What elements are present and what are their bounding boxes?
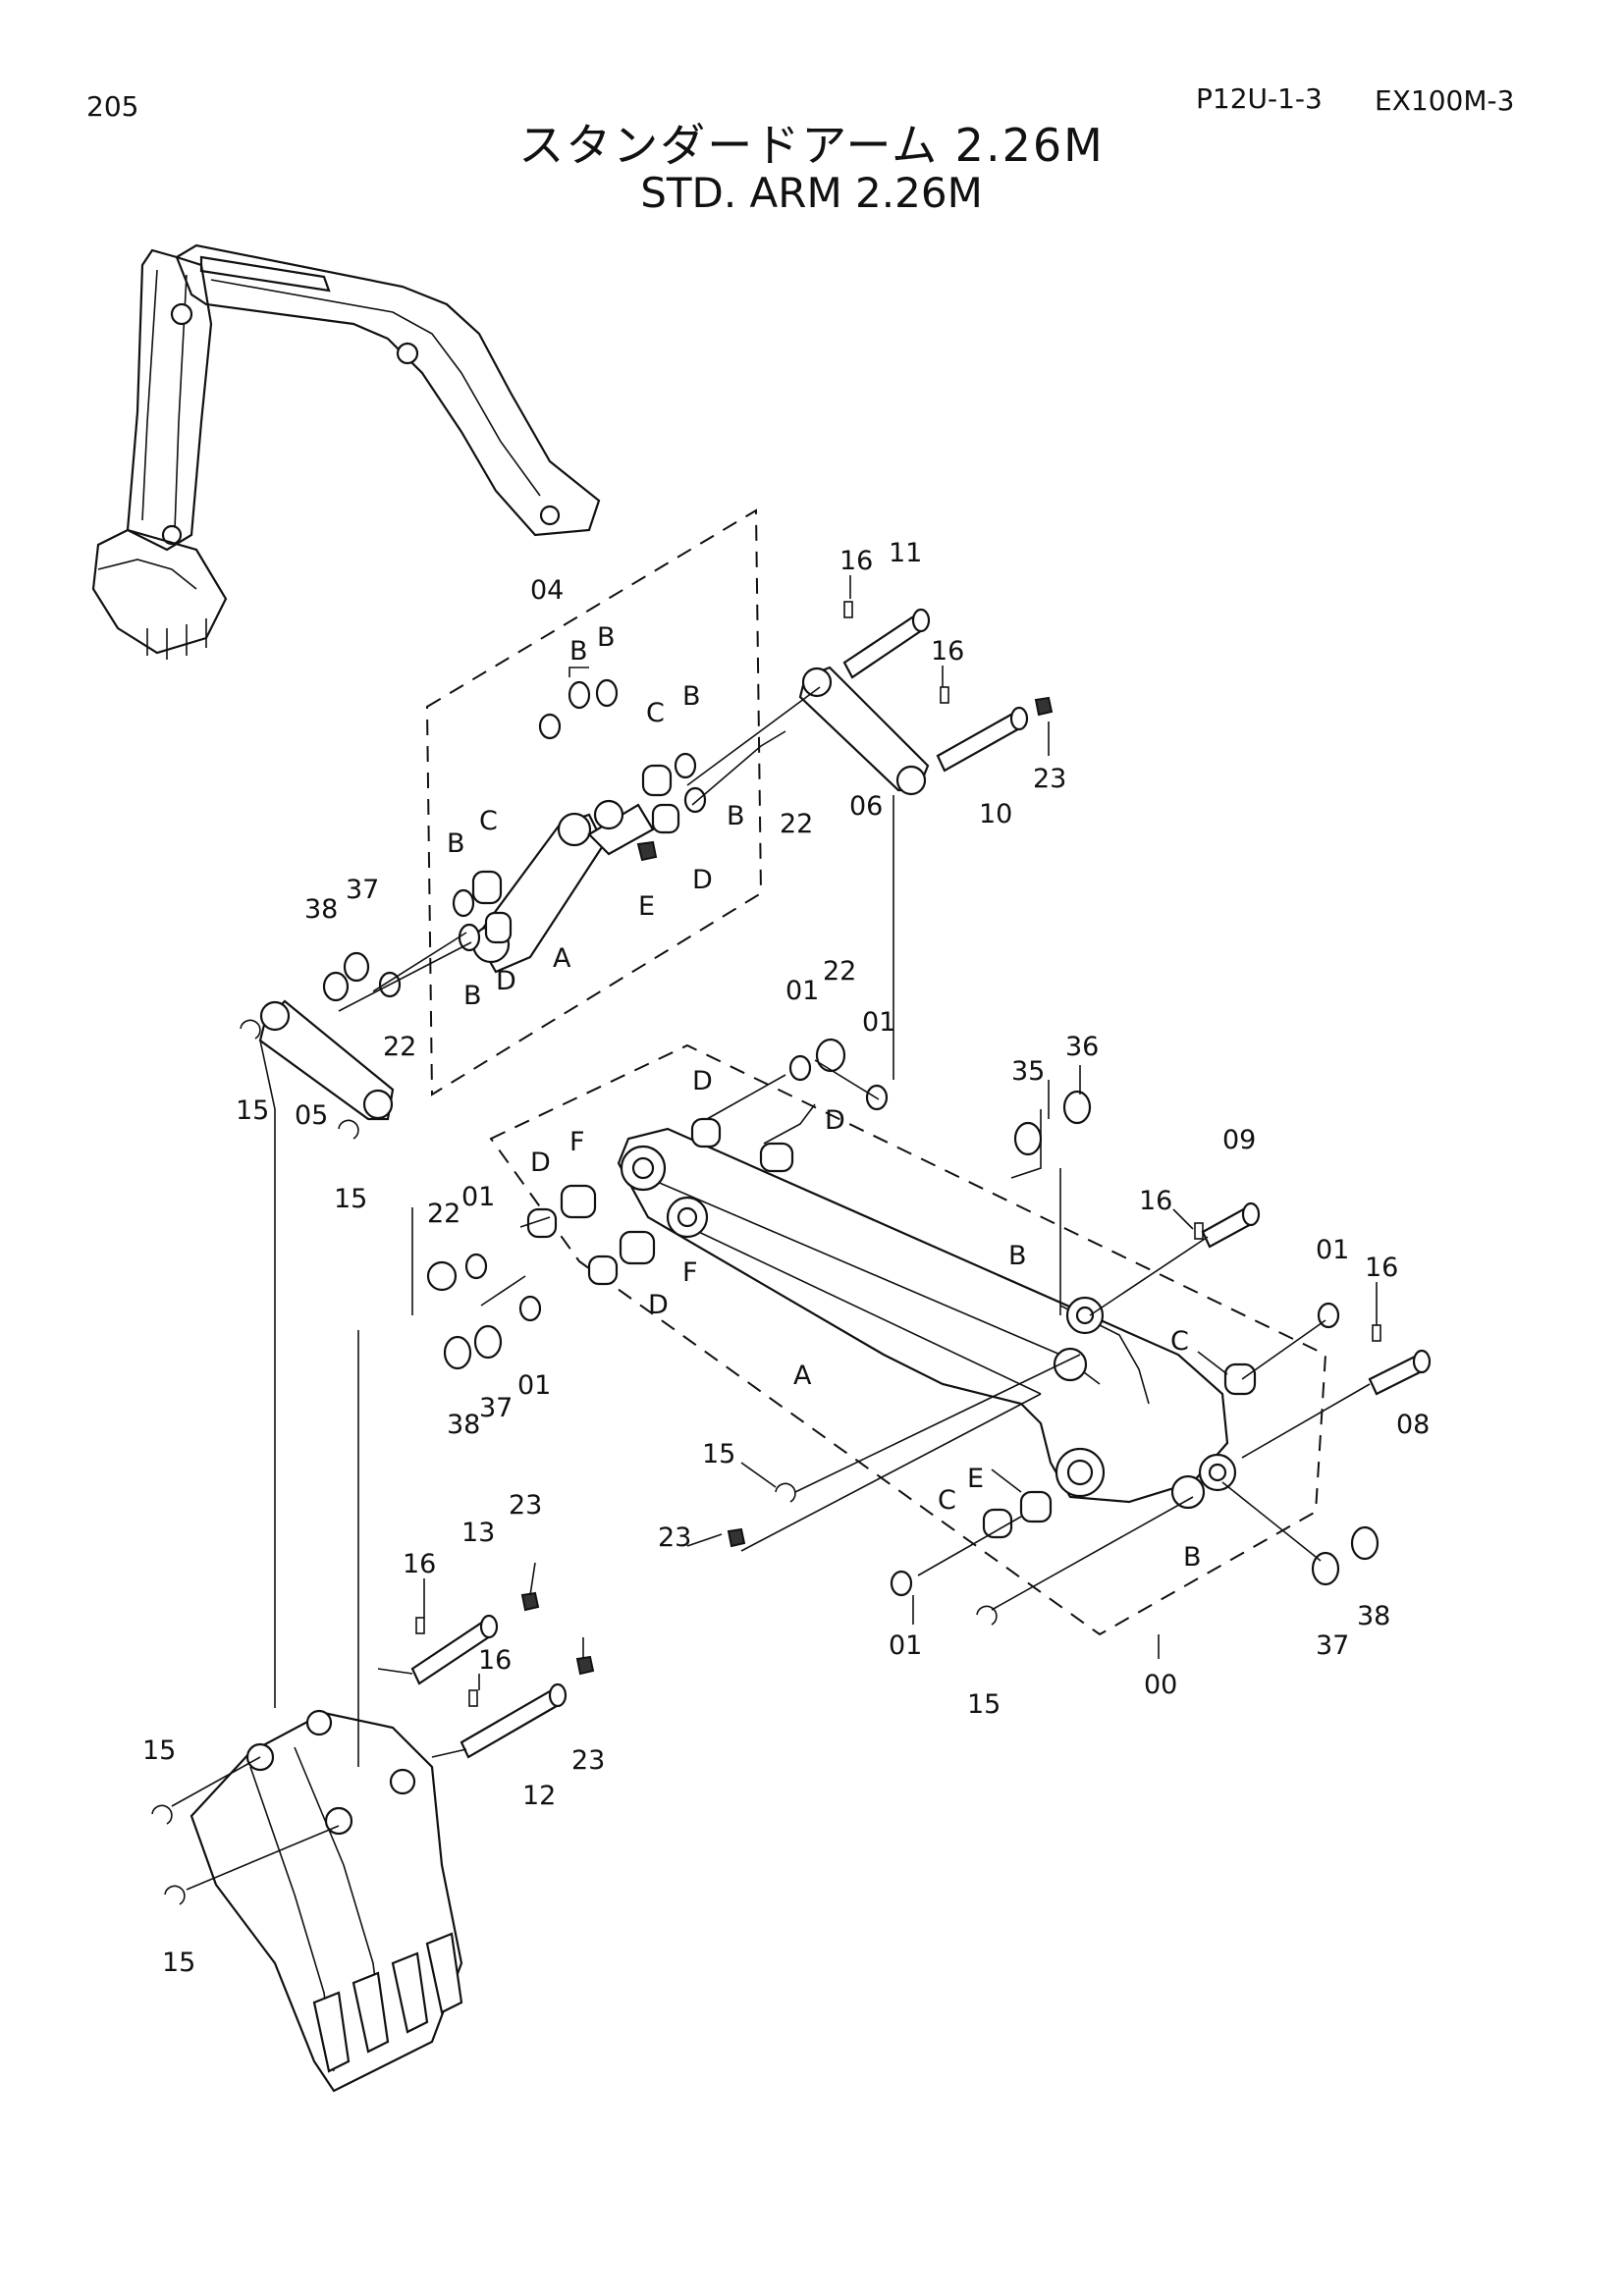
callout-label: F [682,1257,698,1288]
page-number: 205 [86,90,139,123]
callout-label: D [825,1105,845,1136]
callout-label: 16 [1365,1253,1398,1283]
callout-label: 01 [1316,1235,1349,1265]
callout-label: C [479,806,498,836]
assembly-00-outline [489,1043,1327,1636]
callout-label: 15 [162,1948,195,1978]
callout-label: 36 [1065,1032,1099,1062]
page-title-english: STD. ARM 2.26M [640,169,983,217]
callout-label: 22 [823,956,856,987]
document-code: P12U-1-3 [1196,82,1323,115]
callout-label: B [447,828,465,859]
callout-label: A [793,1361,812,1391]
callout-label: 01 [862,1007,895,1038]
excavator-overview-illustration [91,243,601,660]
callout-label: 15 [142,1735,176,1766]
callout-label: 22 [427,1199,460,1229]
callout-label: 13 [461,1518,495,1548]
callout-label: 16 [478,1645,512,1676]
callout-label: 01 [461,1182,495,1212]
callout-label: A [553,943,571,974]
callout-label: B [597,622,616,653]
callout-label: 16 [403,1549,436,1579]
callout-label: 04 [530,575,564,606]
callout-label: C [646,698,665,728]
callout-label: 23 [509,1490,542,1521]
callout-label: 12 [522,1781,556,1811]
callout-label: 01 [517,1370,551,1401]
callout-label: 22 [383,1032,416,1062]
callout-label: 23 [1033,764,1066,794]
callout-label: D [692,865,713,895]
callout-label: 38 [1357,1601,1390,1631]
callout-label: 23 [658,1522,691,1553]
callout-label: 10 [979,799,1012,829]
callout-label: D [496,966,516,996]
link-06 [798,666,930,796]
link-05 [258,999,395,1121]
callout-label: B [463,981,482,1011]
callout-label: 16 [1139,1186,1172,1216]
callout-label: 38 [447,1410,480,1440]
callout-label: D [692,1066,713,1096]
pins [410,601,1432,1759]
callout-label: E [967,1464,984,1494]
callout-label: E [638,891,655,922]
leader-lines [171,686,1371,1891]
callout-label: 37 [346,875,379,905]
callout-label: B [727,801,745,831]
callout-ticks [423,575,1378,1690]
callout-label: 06 [849,791,883,822]
callout-label: 09 [1222,1125,1256,1155]
callout-label: 11 [889,538,922,568]
callout-label: D [530,1148,551,1178]
callout-label: 16 [931,636,964,667]
callout-label: 23 [571,1745,605,1776]
callout-label: 05 [295,1100,328,1131]
callout-labels: 04 B B B C C B B B D D E A 38 37 22 22 1… [142,538,1430,1978]
callout-label: 35 [1011,1056,1045,1087]
callout-label: B [1183,1542,1202,1573]
callout-label: 38 [304,894,338,925]
callout-label: 01 [889,1630,922,1661]
callout-label: 15 [236,1095,269,1126]
assembly-04-outline [425,508,763,1096]
bucket-illustration [189,1709,463,2093]
model-code: EX100M-3 [1375,84,1515,117]
callout-label: 37 [479,1393,513,1423]
callout-label: 22 [780,809,813,839]
callout-label: B [1008,1241,1027,1271]
callout-label: B [569,636,588,667]
callout-label: 01 [785,976,819,1006]
callout-label: 15 [967,1689,1001,1720]
callout-label: B [682,681,701,712]
callout-label: 08 [1396,1410,1430,1440]
callout-label: D [648,1290,669,1320]
callout-label: 15 [334,1184,367,1214]
callout-label: 16 [839,546,873,576]
arm-small-parts [151,696,1380,1905]
callout-label: 15 [702,1439,735,1469]
callout-label: 00 [1144,1670,1177,1700]
callout-label: F [569,1127,585,1157]
page-title-japanese: スタンダードアーム 2.26M [518,119,1105,172]
callout-label: C [1170,1326,1189,1357]
callout-label: C [938,1485,956,1516]
arm-body [617,1127,1237,1510]
callout-label: 37 [1316,1630,1349,1661]
bucket-link-assembly [452,678,707,974]
